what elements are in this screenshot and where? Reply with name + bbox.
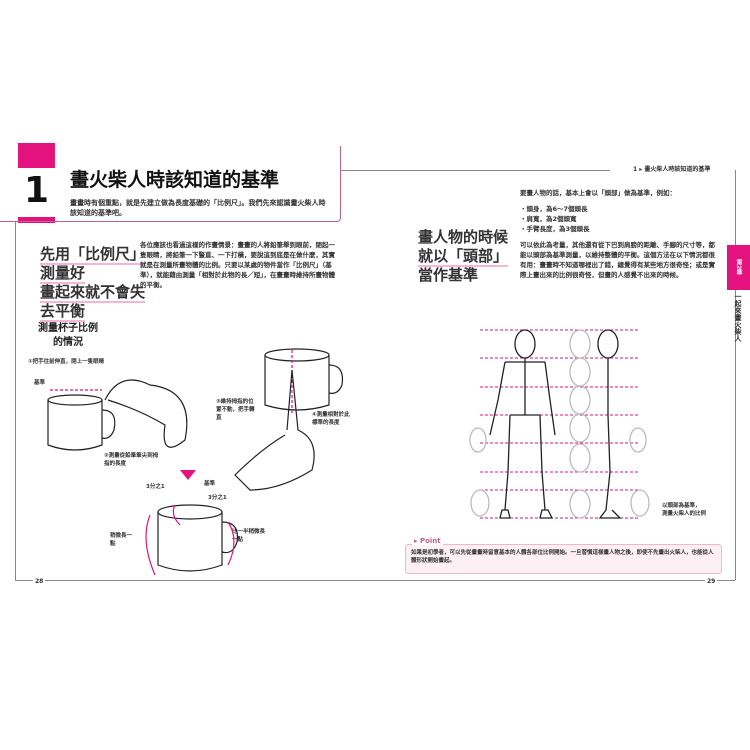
bullet-item: ・手臂長度，為3個頭長 xyxy=(520,225,590,233)
heading-line: 畫起來就不會失 xyxy=(40,283,146,303)
label-step4: ④測量相對於此標準的長度 xyxy=(312,412,350,426)
figure-title: 測量杯子比例 的情況 xyxy=(38,322,98,350)
divider xyxy=(735,170,736,580)
mug-illustrations xyxy=(47,348,344,576)
divider xyxy=(340,170,610,171)
caption-line: 以頭部為基準， xyxy=(662,503,701,509)
right-body: 要畫人物的話，基本上會以「頭部」做為基準，例如： ・頭身，為6〜7個頭長 ・肩寬… xyxy=(520,188,720,280)
point-text: 如果是初學者，可以先從畫畫時留意基本的人體各部位比例開始。一旦習慣這樣畫人物之後… xyxy=(411,550,714,564)
label-step2: ②測量從鉛筆筆尖到拇指的長度 xyxy=(104,453,159,467)
heading-line: 測量好 xyxy=(40,264,86,284)
left-body: 各位應該也看過這樣的作畫情景：畫畫的人將鉛筆舉到眼前，閉起一隻眼睛，將鉛筆一下豎… xyxy=(140,241,335,289)
label-third-b: 3分之1 xyxy=(208,495,227,501)
point-label: ▸ Point xyxy=(412,537,443,545)
heading-line: 先用「比例尺」 xyxy=(40,245,146,265)
bullet-item: ・頭身，為6〜7個頭長 xyxy=(520,205,588,213)
caption-line: 測量火柴人的比例 xyxy=(662,511,707,517)
page-number-right: 29 xyxy=(705,577,718,587)
page-number-left: 28 xyxy=(33,577,46,587)
body-more: 可以依此為考量，其他還有從下巴到肩膀的距離、手腳的尺寸等，都能以頭部為基準測量，… xyxy=(520,241,715,279)
label-step3: ③維持拇指的位置不動，把手轉直 xyxy=(216,399,255,421)
left-heading: 先用「比例尺」 測量好 畫起來就不會失 去平衡 xyxy=(40,245,146,322)
heading-line: 去平衡 xyxy=(40,302,86,322)
label-longer: 稍微長一點 xyxy=(110,533,133,547)
title-box xyxy=(0,146,341,222)
page-title: 畫火柴人時該知道的基準 xyxy=(70,169,280,191)
figure-title-line: 的情況 xyxy=(53,337,83,348)
body-intro: 要畫人物的話，基本上會以「頭部」做為基準，例如： xyxy=(520,189,676,197)
chapter-accent-block-lower xyxy=(18,217,55,223)
side-tab[interactable]: 第2章 xyxy=(727,245,750,290)
bullet-item: ・肩寬，為2個頭寬 xyxy=(520,215,577,223)
right-heading: 畫人物的時候 就以「頭部」 當作基準 xyxy=(418,228,509,285)
heading-line: 就以「頭部」 xyxy=(418,247,509,267)
stick-figure-illustration xyxy=(469,329,650,519)
heading-line: 當作基準 xyxy=(418,266,479,284)
figure-title-line: 測量杯子比例 xyxy=(38,323,98,334)
side-tab-label: 第2章 xyxy=(735,259,742,276)
chapter-number: 1 xyxy=(24,170,50,211)
chapter-accent-block xyxy=(18,143,55,168)
divider xyxy=(15,580,735,581)
running-header: 1 ▸ 畫火柴人時該知道的基準 xyxy=(630,165,714,175)
heading-line: 畫人物的時候 xyxy=(418,228,509,246)
label-base2: 基準 xyxy=(204,481,216,487)
label-third-a: 3分之1 xyxy=(146,484,165,490)
divider xyxy=(15,222,16,580)
figure-caption: 以頭部為基準， 測量火柴人的比例 xyxy=(662,502,706,518)
point-box: 如果是初學者，可以先從畫畫時留意基本的人體各部位比例開始。一旦習慣這樣畫人物之後… xyxy=(405,544,722,574)
intro-text: 畫畫時有個重點，就是先建立做為長度基礎的「比例尺」。我們先來認識畫火柴人時該知道… xyxy=(70,199,326,217)
label-base: 基準 xyxy=(34,380,46,386)
label-step1: ①把手往前伸直，閉上一隻眼睛 xyxy=(28,359,105,365)
side-title: 一起來畫火柴人 xyxy=(734,293,742,342)
